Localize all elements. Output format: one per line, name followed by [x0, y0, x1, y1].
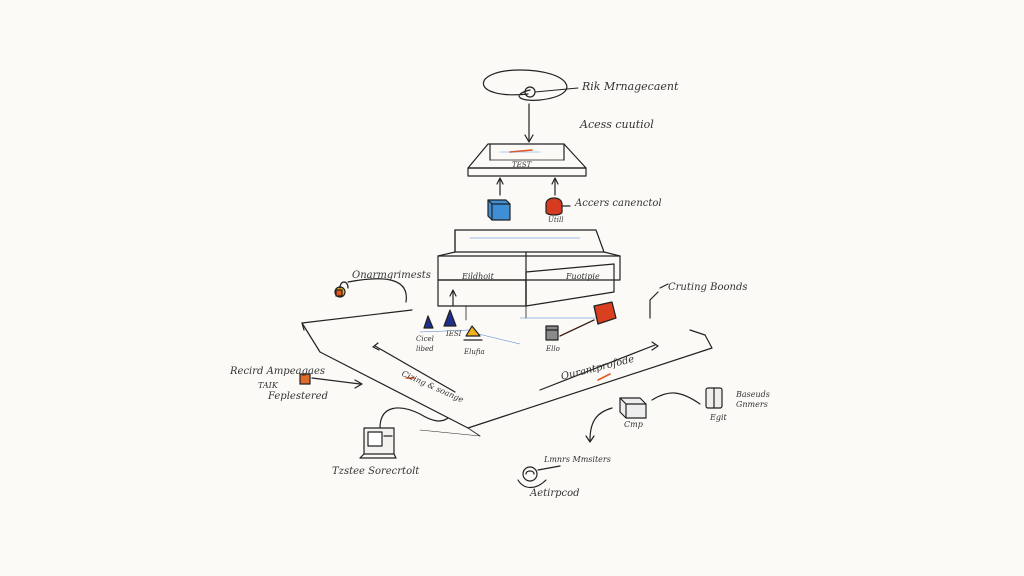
red-lock-icon [545, 197, 571, 216]
label-rams-monitors: Lmnrs Mmsiters [544, 455, 611, 464]
label-risk-management: Rik Mrnagecaent [582, 80, 679, 93]
label-trustee-controls: Tzstee Sorecrtolt [332, 466, 420, 477]
label-access-control-top: Acess cuutiol [580, 118, 654, 131]
label-creating-boards: Cruting Boonds [668, 282, 748, 293]
yellow-node-icon [463, 325, 483, 341]
monitor-icon [517, 466, 547, 489]
record-icon [299, 373, 311, 385]
label-right-block: Fuotipie [566, 272, 600, 281]
label-cmp: Cmp [624, 420, 643, 429]
label-node-b: IESI [446, 330, 462, 338]
navy-cone-icon-a [423, 315, 434, 329]
trustee-device-icon [359, 427, 397, 459]
label-components: Onarmgrimests [352, 270, 431, 281]
base-platform [301, 309, 713, 437]
blue-cube-icon [487, 199, 511, 221]
label-record-management: Recird Ampeagaes [230, 366, 326, 377]
loop-connector [482, 69, 568, 101]
gray-cube-icon [545, 325, 559, 341]
label-record-sub1: TAIK [258, 381, 278, 390]
label-egit: Egit [710, 413, 727, 422]
label-record-sub2: Feplestered [268, 391, 328, 402]
label-assigned: Aetirpcod [530, 488, 580, 499]
label-node-c: Elufia [464, 348, 485, 356]
label-cube: Utill [548, 216, 564, 224]
egit-device-icon [705, 387, 723, 409]
cmp-cube-icon [619, 397, 647, 419]
navy-cone-icon-b [443, 309, 457, 327]
orange-cube-icon [593, 301, 617, 325]
label-left-block: Eildhoit [462, 272, 494, 281]
top-panel [467, 143, 587, 177]
label-access-control-right: Accers canenctol [575, 198, 662, 209]
label-baseball-gamers: Baseuds Gnmers [736, 390, 770, 409]
middle-platform [437, 229, 621, 321]
circle-node-icon [524, 86, 536, 98]
label-node-a: Cicel libed [416, 335, 434, 353]
label-panel: TEST [512, 161, 532, 169]
components-icon [334, 281, 349, 298]
label-node-d: Ello [546, 345, 560, 353]
